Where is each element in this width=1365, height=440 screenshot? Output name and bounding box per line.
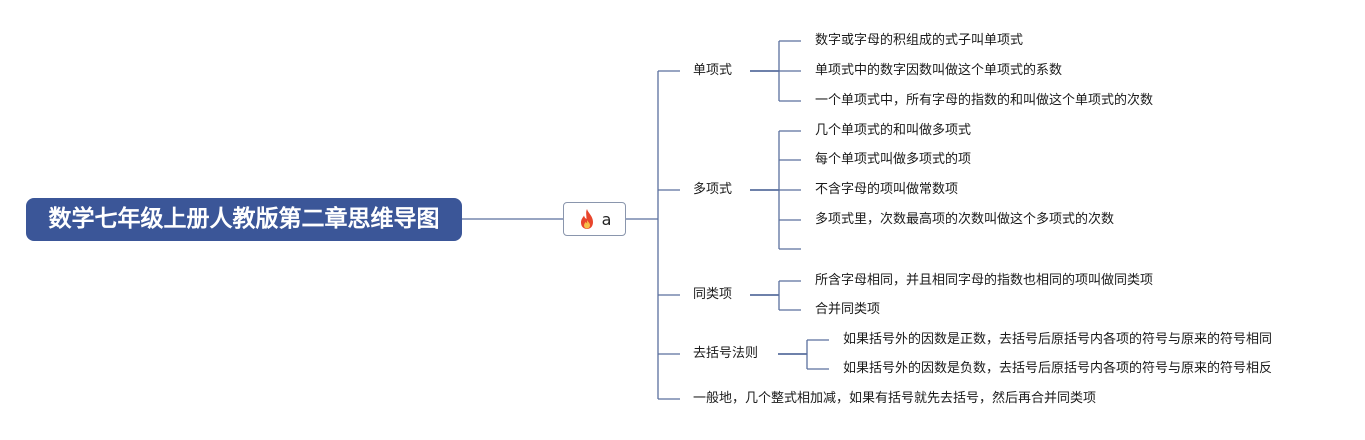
leaf-node[interactable]: 一个单项式中，所有字母的指数的和叫做这个单项式的次数 <box>815 93 1154 108</box>
branch-general-rule[interactable]: 一般地，几个整式相加减，如果有括号就先去括号，然后再合并同类项 <box>693 391 1097 406</box>
root-topic[interactable]: 数学七年级上册人教版第二章思维导图 <box>26 198 462 241</box>
leaf-node[interactable]: 所含字母相同，并且相同字母的指数也相同的项叫做同类项 <box>815 273 1154 288</box>
leaf-node[interactable]: 合并同类项 <box>815 302 881 317</box>
hub-node[interactable]: a <box>563 202 626 236</box>
fire-icon <box>580 209 593 229</box>
leaf-node[interactable]: 几个单项式的和叫做多项式 <box>815 123 972 138</box>
leaf-node[interactable]: 如果括号外的因数是负数，去括号后原括号内各项的符号与原来的符号相反 <box>843 361 1273 376</box>
leaf-node[interactable]: 数字或字母的积组成的式子叫单项式 <box>815 33 1024 48</box>
leaf-node[interactable]: 多项式里，次数最高项的次数叫做这个多项式的次数 <box>815 212 1115 227</box>
leaf-node[interactable]: 每个单项式叫做多项式的项 <box>815 152 972 167</box>
hub-label: a <box>601 209 612 229</box>
leaf-node[interactable]: 如果括号外的因数是正数，去括号后原括号内各项的符号与原来的符号相同 <box>843 332 1273 347</box>
branch-like-terms[interactable]: 同类项 <box>693 287 733 302</box>
leaf-node[interactable]: 不含字母的项叫做常数项 <box>815 182 959 197</box>
branch-monomial[interactable]: 单项式 <box>693 63 733 78</box>
branch-bracket-rule[interactable]: 去括号法则 <box>693 346 759 361</box>
leaf-node[interactable]: 单项式中的数字因数叫做这个单项式的系数 <box>815 63 1063 78</box>
branch-polynomial[interactable]: 多项式 <box>693 182 733 197</box>
